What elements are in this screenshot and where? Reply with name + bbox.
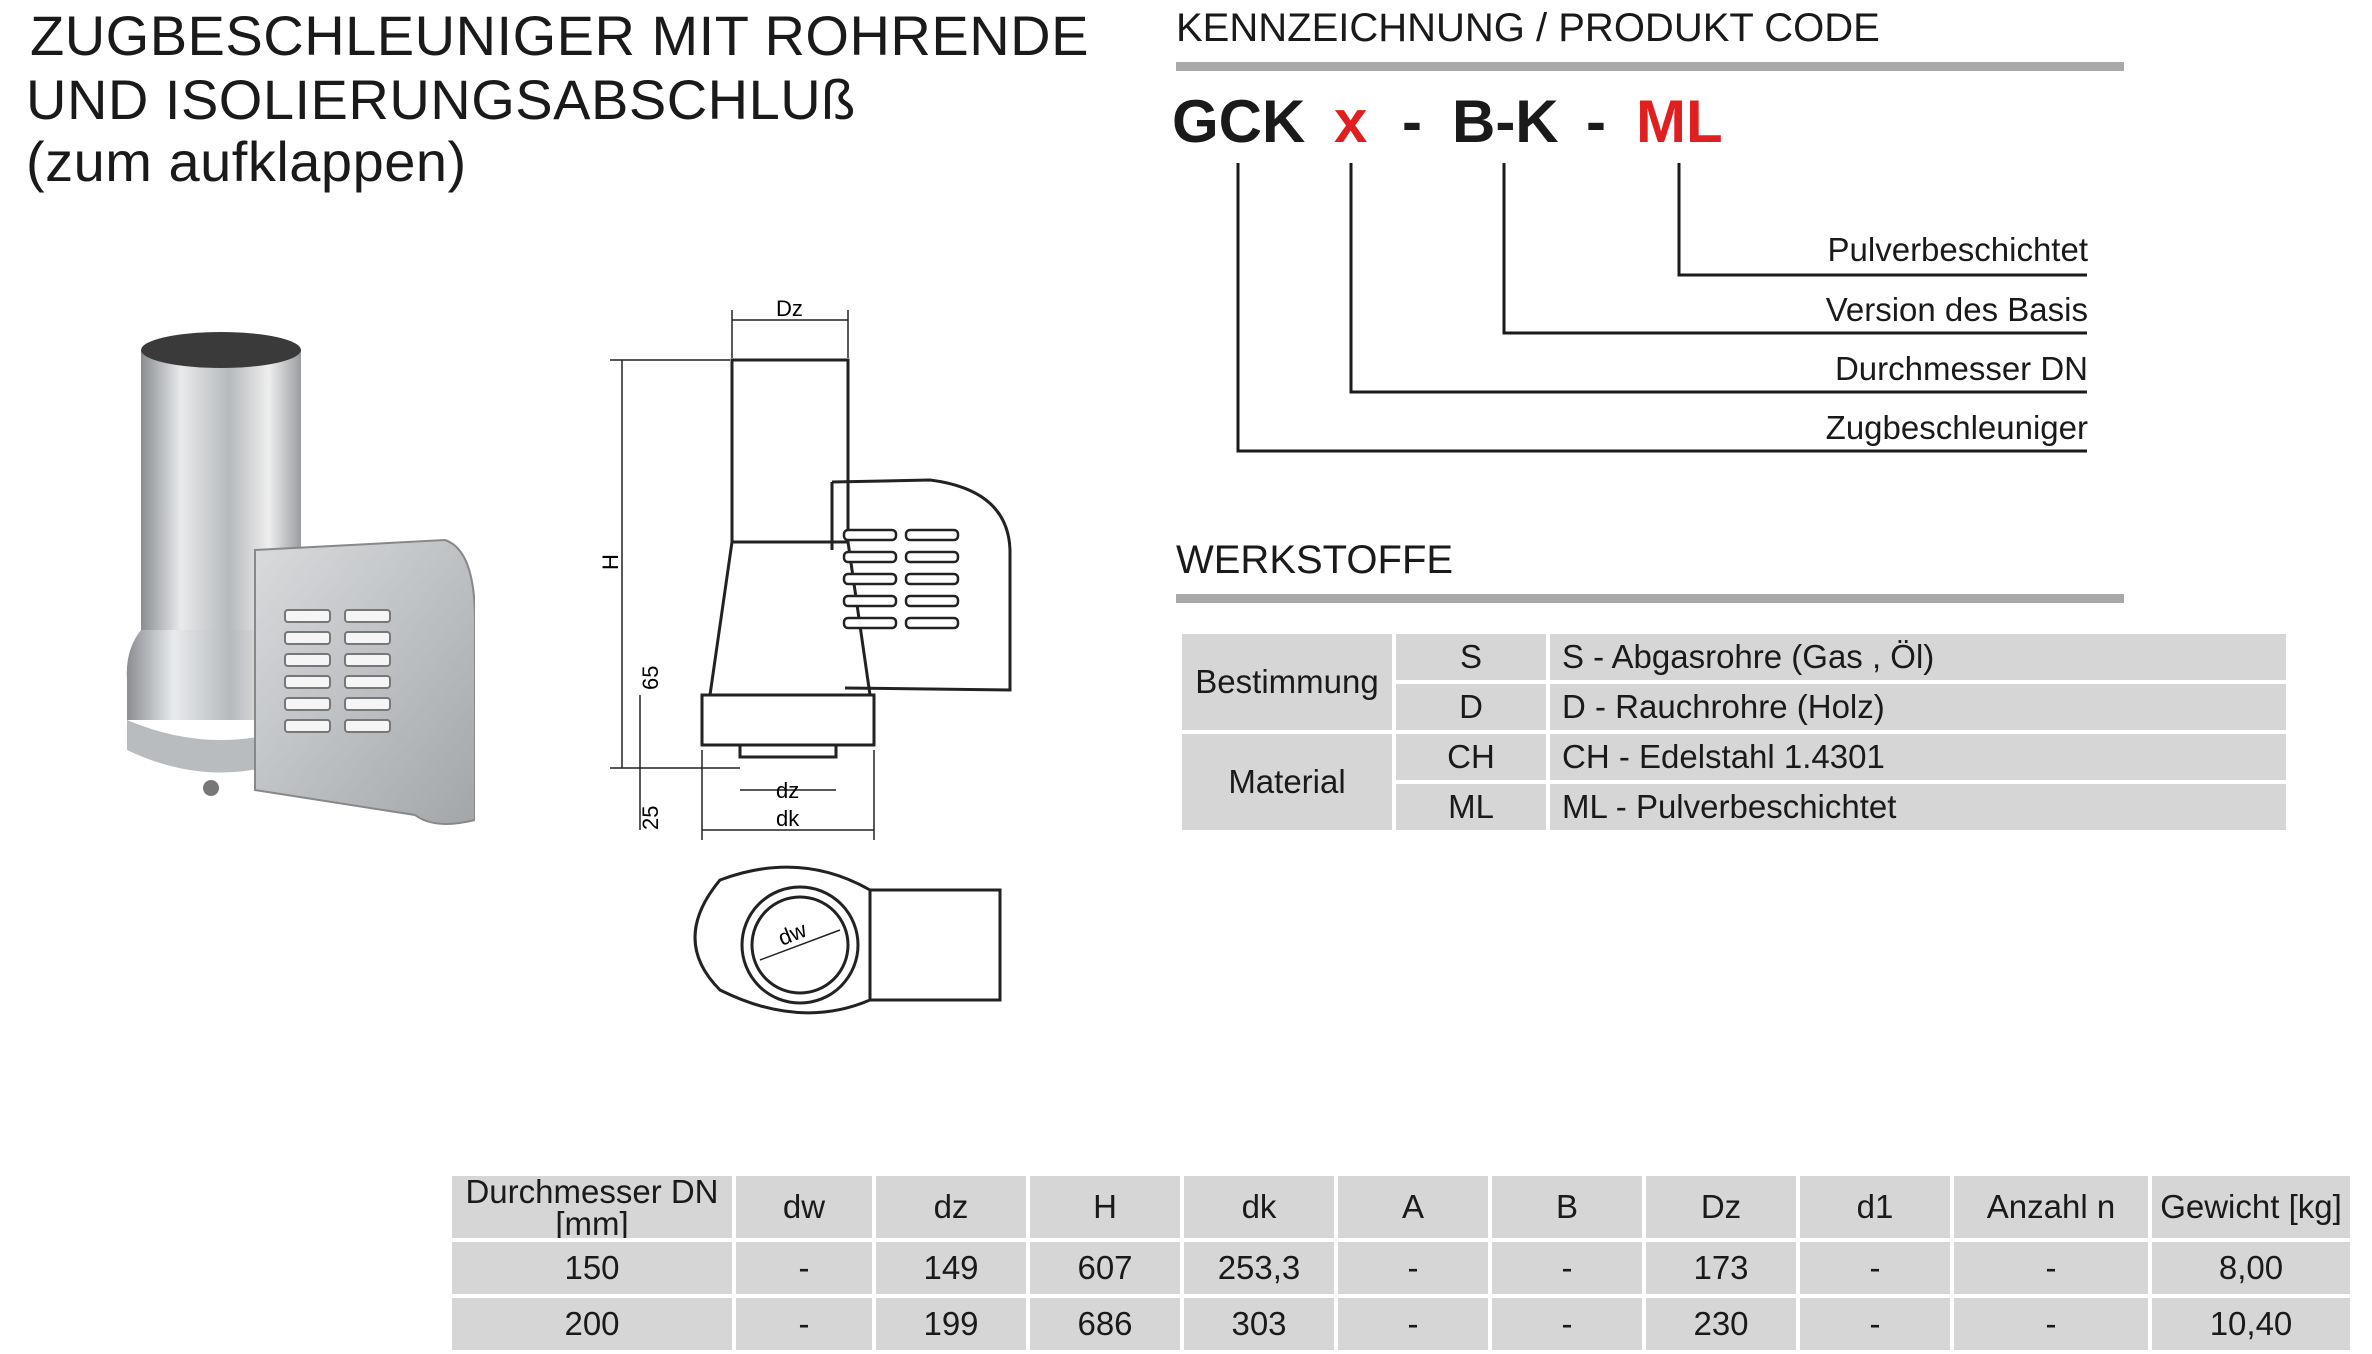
code-part-dash-1: - — [1402, 88, 1422, 155]
spec-cell: 8,00 — [2152, 1242, 2350, 1294]
table-row: 200 - 199 686 303 - - 230 - - 10,40 — [452, 1298, 2350, 1350]
spec-header-cell: A — [1338, 1176, 1488, 1238]
materials-code: S — [1396, 634, 1546, 680]
spec-header-cell: H — [1030, 1176, 1180, 1238]
spec-cell: - — [1492, 1298, 1642, 1350]
dim-dz: dz — [776, 778, 799, 803]
spec-cell: 686 — [1030, 1298, 1180, 1350]
code-part-dash-2: - — [1586, 88, 1606, 155]
spec-header-cell: Dz — [1646, 1176, 1796, 1238]
table-row: 150 - 149 607 253,3 - - 173 - - 8,00 — [452, 1242, 2350, 1294]
spec-cell: 253,3 — [1184, 1242, 1334, 1294]
table-row: Material CH CH - Edelstahl 1.4301 — [1182, 734, 2286, 830]
spec-header-cell: dz — [876, 1176, 1026, 1238]
code-part-x: x — [1334, 88, 1368, 155]
spec-cell: - — [1800, 1242, 1950, 1294]
dim-25: 25 — [638, 806, 663, 830]
dim-dk: dk — [776, 806, 800, 831]
spec-header-cell: Gewicht [kg] — [2152, 1176, 2350, 1238]
title-line-1: ZUGBESCHLEUNIGER MIT ROHRENDE — [30, 4, 1089, 67]
spec-header-cell: B — [1492, 1176, 1642, 1238]
spec-cell: - — [1338, 1298, 1488, 1350]
spec-header-cell: Anzahl n — [1954, 1176, 2148, 1238]
spec-header-cell: dw — [736, 1176, 872, 1238]
spec-header-cell: Durchmesser DN [mm] — [452, 1176, 732, 1238]
materials-table: Bestimmung S S - Abgasrohre (Gas , Öl) D… — [1178, 630, 2290, 834]
title-line-2: UND ISOLIERUNGSABSCHLUß — [26, 68, 856, 131]
materials-code: D — [1396, 684, 1546, 730]
product-photo — [126, 332, 475, 825]
spec-cell: 10,40 — [2152, 1298, 2350, 1350]
dim-dw: dw — [775, 917, 811, 951]
materials-code: ML — [1396, 784, 1546, 830]
spec-cell: 173 — [1646, 1242, 1796, 1294]
table-row: ML ML - Pulverbeschichtet — [1182, 784, 2286, 830]
materials-code: CH — [1396, 734, 1546, 780]
spec-cell: 150 — [452, 1242, 732, 1294]
materials-desc: S - Abgasrohre (Gas , Öl) — [1550, 634, 2286, 680]
dim-Dz: Dz — [776, 296, 803, 321]
materials-heading-rule — [1176, 594, 2124, 603]
technical-drawing: Dz H 65 25 dz dk dw — [600, 296, 1012, 1015]
legend-durchmesser-dn: Durchmesser DN — [1834, 350, 2088, 387]
legend-version-basis: Version des Basis — [1825, 291, 2088, 328]
spec-cell: - — [1800, 1298, 1950, 1350]
title-line-3: (zum aufklappen) — [26, 130, 467, 193]
code-part-ml: ML — [1636, 88, 1723, 155]
spec-cell: - — [1954, 1298, 2148, 1350]
table-row: Bestimmung S S - Abgasrohre (Gas , Öl) — [1182, 634, 2286, 730]
dim-H: H — [600, 554, 623, 570]
spec-cell: - — [1492, 1242, 1642, 1294]
dim-65: 65 — [638, 666, 663, 690]
spec-cell: - — [1338, 1242, 1488, 1294]
code-legend-lines — [1236, 163, 2087, 453]
materials-group-label: Material — [1182, 734, 1392, 830]
spec-header-cell: dk — [1184, 1176, 1334, 1238]
spec-table: Durchmesser DN [mm] dw dz H dk A B Dz d1… — [448, 1172, 2354, 1354]
spec-header-row: Durchmesser DN [mm] dw dz H dk A B Dz d1… — [452, 1176, 2350, 1238]
spec-cell: 200 — [452, 1298, 732, 1350]
materials-desc: ML - Pulverbeschichtet — [1550, 784, 2286, 830]
spec-header-cell: d1 — [1800, 1176, 1950, 1238]
legend-zugbeschleuniger: Zugbeschleuniger — [1825, 409, 2088, 446]
spec-cell: 607 — [1030, 1242, 1180, 1294]
code-heading: KENNZEICHNUNG / PRODUKT CODE — [1176, 6, 1880, 50]
materials-desc: D - Rauchrohre (Holz) — [1550, 684, 2286, 730]
spec-cell: - — [736, 1242, 872, 1294]
spec-cell: 199 — [876, 1298, 1026, 1350]
spec-cell: 230 — [1646, 1298, 1796, 1350]
materials-group-label: Bestimmung — [1182, 634, 1392, 730]
table-row: D D - Rauchrohre (Holz) — [1182, 684, 2286, 730]
spec-cell: 303 — [1184, 1298, 1334, 1350]
spec-cell: - — [736, 1298, 872, 1350]
materials-heading: WERKSTOFFE — [1176, 538, 1454, 582]
spec-cell: 149 — [876, 1242, 1026, 1294]
materials-desc: CH - Edelstahl 1.4301 — [1550, 734, 2286, 780]
spec-cell: - — [1954, 1242, 2148, 1294]
legend-pulverbeschichtet: Pulverbeschichtet — [1827, 231, 2088, 268]
code-heading-rule — [1176, 62, 2124, 71]
code-part-bk: B-K — [1452, 88, 1559, 155]
code-part-gck: GCK — [1172, 88, 1306, 155]
